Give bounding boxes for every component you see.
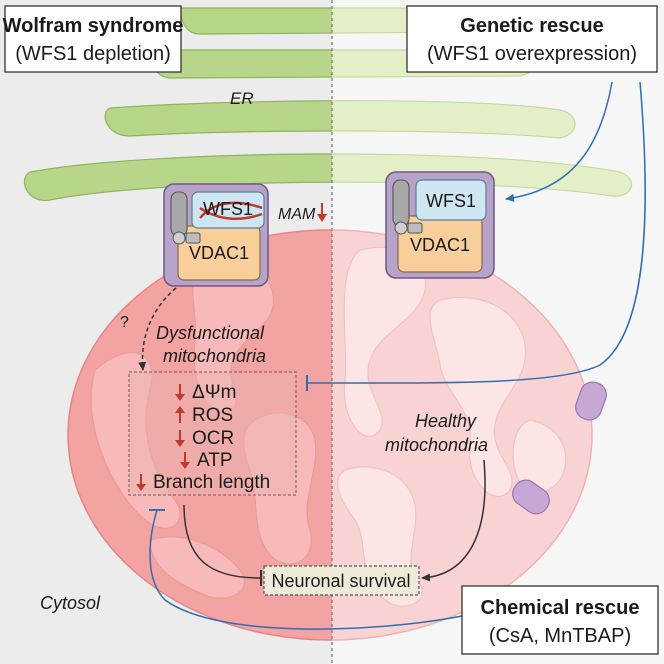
genetic-rescue-inhibition (306, 81, 646, 384)
vdac1-right-label: VDAC1 (410, 235, 470, 255)
mam-label: MAM (278, 206, 316, 223)
er-left (23, 7, 332, 201)
neuronal-survival-label: Neuronal survival (271, 571, 410, 591)
vesicle-2 (512, 479, 550, 515)
mitochondrion-right (332, 229, 593, 641)
mitochondrion-left (67, 229, 332, 641)
dysfunctional-label-1: Dysfunctional (156, 323, 265, 343)
er-label: ER (230, 89, 254, 108)
chemical-rescue-subtitle: (CsA, MnTBAP) (489, 625, 631, 647)
dysfunctional-label-2: mitochondria (163, 346, 266, 366)
marker-label: ATP (197, 450, 233, 471)
healthy-label-2: mitochondria (385, 435, 488, 455)
genetic-rescue-box (406, 5, 658, 73)
marker-arrow-down (175, 430, 185, 447)
chemical-rescue-inhibition (149, 509, 463, 630)
wfs1-left-label: WFS1 (203, 199, 253, 219)
complex-left (163, 183, 269, 287)
markers-box (128, 371, 297, 496)
complex-right (385, 171, 495, 279)
marker-label: ROS (192, 405, 233, 426)
healthy-promotes-arrow (421, 459, 486, 582)
vdac1-left-label: VDAC1 (189, 243, 249, 263)
marker-label: OCR (192, 428, 234, 449)
chemical-rescue-title: Chemical rescue (481, 597, 640, 619)
marker-label: Branch length (153, 472, 270, 493)
neuronal-survival-box (263, 565, 420, 596)
genetic-rescue-subtitle: (WFS1 overexpression) (427, 43, 637, 65)
wolfram-syndrome-subtitle: (WFS1 depletion) (15, 43, 171, 65)
wolfram-syndrome-box (4, 5, 182, 73)
healthy-label-1: Healthy (415, 411, 477, 431)
vesicle-1 (575, 381, 607, 421)
genetic-rescue-arrow (505, 81, 613, 202)
marker-arrow-down (136, 474, 146, 491)
dashed-arrow (138, 287, 177, 371)
marker-label: ΔΨm (192, 382, 236, 403)
mam-down-arrow (317, 203, 327, 222)
wfs1-right-label: WFS1 (426, 191, 476, 211)
marker-arrow-down (180, 452, 190, 469)
chemical-rescue-box (461, 585, 659, 655)
cytosol-label: Cytosol (40, 593, 101, 613)
dysfunction-inhibition (183, 504, 261, 579)
wolfram-syndrome-title: Wolfram syndrome (3, 15, 184, 37)
question-mark: ? (120, 314, 129, 331)
genetic-rescue-title: Genetic rescue (460, 15, 603, 37)
marker-arrow-up (175, 406, 185, 423)
marker-arrow-down (175, 384, 185, 401)
